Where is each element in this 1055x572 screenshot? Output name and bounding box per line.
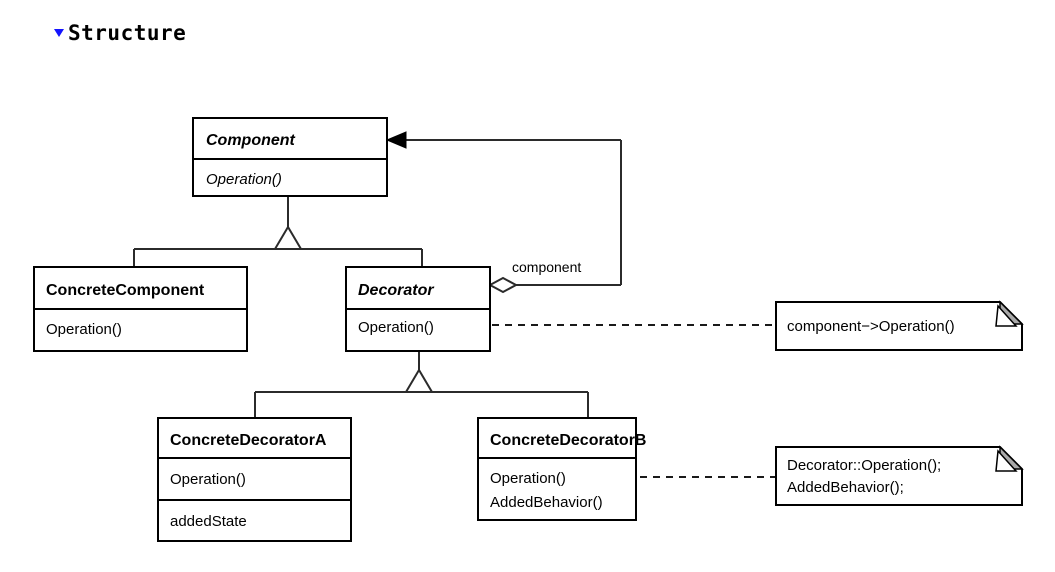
note-concrete-decorator-b-operation[interactable]: Decorator::Operation(); AddedBehavior(); [775,445,1024,506]
class-concrete-component[interactable]: ConcreteComponent Operation() [33,266,248,352]
section-heading: Structure [52,18,186,48]
note-concrete-decorator-b-line-1: Decorator::Operation(); [787,457,941,474]
note-decorator-operation-line-1: component−>Operation() [787,318,955,335]
triangle-down-icon[interactable] [52,26,66,40]
class-concrete-decorator-b-added-behavior: AddedBehavior() [490,494,603,511]
association-label: component [512,259,581,275]
section-heading-label: Structure [68,20,187,45]
class-concrete-decorator-b-operation: Operation() [490,470,566,487]
class-concrete-decorator-b-title: ConcreteDecoratorB [490,432,646,449]
class-concrete-decorator-a-title: ConcreteDecoratorA [170,432,327,449]
class-component-operation: Operation() [206,171,282,188]
class-concrete-decorator-a-state: addedState [170,513,247,530]
class-decorator[interactable]: Decorator Operation() [345,266,491,352]
class-concrete-decorator-b[interactable]: ConcreteDecoratorB Operation() AddedBeha… [477,417,646,521]
generalization-component [133,196,423,268]
class-decorator-title: Decorator [358,282,434,299]
note-link-decorator [466,319,775,331]
note-concrete-decorator-b-line-2: AddedBehavior(); [787,479,904,496]
class-component[interactable]: Component Operation() [192,117,388,197]
class-component-title: Component [206,132,296,149]
generalization-decorator [254,351,589,419]
class-decorator-operation: Operation() [358,319,434,336]
class-concrete-component-operation: Operation() [46,321,122,338]
class-concrete-decorator-a-operation: Operation() [170,471,246,488]
association-decorator-component: component [385,131,622,294]
class-concrete-decorator-a[interactable]: ConcreteDecoratorA Operation() addedStat… [157,417,352,542]
class-concrete-component-title: ConcreteComponent [46,282,205,299]
note-decorator-operation[interactable]: component−>Operation() [775,300,1024,351]
